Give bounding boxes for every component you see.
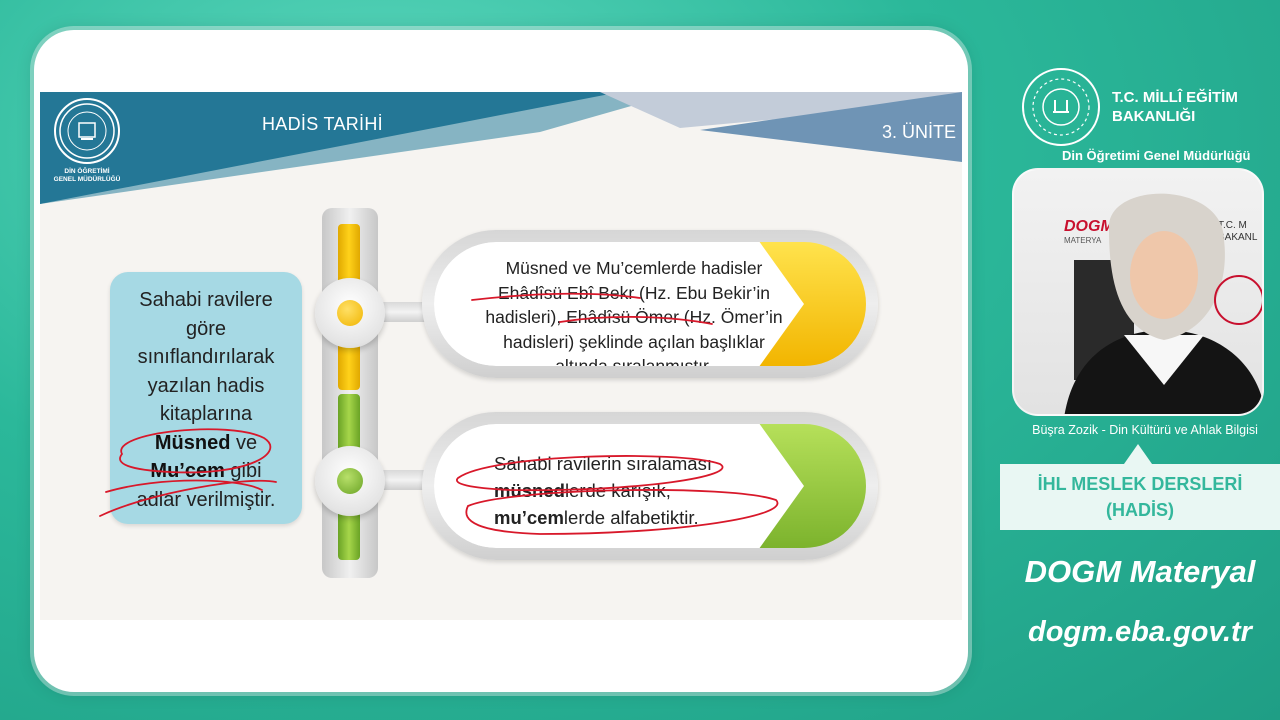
caption-pointer bbox=[1124, 444, 1152, 464]
presenter-caption: Büşra Zozik - Din Kültürü ve Ahlak Bilgi… bbox=[1032, 423, 1258, 437]
text-line: Ehâdîsü Ebî Bekr (Hz. Ebu Bekir’in bbox=[497, 282, 771, 303]
timeline-bar bbox=[322, 208, 378, 578]
ministry-line: BAKANLIĞI bbox=[1112, 108, 1196, 125]
term-musned: Müsned bbox=[154, 431, 231, 454]
term-mucem: Mu’cem bbox=[150, 460, 225, 482]
slide-canvas: DİN ÖĞRETİMİ GENEL MÜDÜRLÜĞÜ HADİS TARİH… bbox=[40, 92, 962, 620]
dogm-logo-icon bbox=[59, 103, 115, 159]
dogm-logo-caption: DİN ÖĞRETİMİ GENEL MÜDÜRLÜĞÜ bbox=[46, 168, 128, 184]
text-line: hadisleri) şeklinde açılan başlıklar bbox=[503, 331, 765, 352]
text-line: müsnedlerde karışık, bbox=[494, 477, 814, 504]
text-line: sınıflandırılarak bbox=[137, 346, 275, 368]
info-pill-1: Müsned ve Mu’cemlerde hadisler Ehâdîsü E… bbox=[422, 230, 878, 378]
text-line: kitaplarına bbox=[159, 403, 253, 425]
text-fragment: lerde karışık, bbox=[564, 480, 671, 501]
slide-banner: DİN ÖĞRETİMİ GENEL MÜDÜRLÜĞÜ HADİS TARİH… bbox=[40, 92, 962, 204]
logo-caption-line: DİN ÖĞRETİMİ bbox=[64, 168, 110, 175]
text-line: adlar verilmiştir. bbox=[136, 488, 276, 511]
presenter-figure bbox=[1064, 193, 1262, 414]
text-line: göre bbox=[185, 317, 227, 340]
term-mucem: mu’cem bbox=[494, 507, 564, 528]
course-band: İHL MESLEK DERSLERİ (HADİS) bbox=[1000, 464, 1280, 530]
slide-title: HADİS TARİHİ bbox=[262, 114, 383, 134]
text-line: hadisleri), Ehâdîsü Ömer (Hz. Ömer’in bbox=[485, 307, 783, 327]
node-dot-yellow bbox=[337, 300, 363, 326]
ministry-name: T.C. MİLLÎ EĞİTİM BAKANLIĞI bbox=[1112, 88, 1238, 126]
logo-caption-line: GENEL MÜDÜRLÜĞÜ bbox=[53, 176, 121, 183]
course-subtitle: (HADİS) bbox=[1106, 500, 1174, 520]
pill-content-area bbox=[434, 242, 804, 366]
text-line: Sahabi ravilerin sıralaması bbox=[494, 453, 712, 474]
text-fragment: ve bbox=[230, 431, 258, 454]
text-line: altında sıralanmıştır. bbox=[555, 356, 713, 366]
video-bg-text: BAKANL bbox=[1218, 232, 1258, 243]
definition-box: Sahabi ravilere göre sınıflandırılarak y… bbox=[110, 272, 302, 524]
unit-label: 3. ÜNİTE bbox=[881, 122, 956, 142]
text-line: Mu’cem gibi bbox=[120, 457, 292, 486]
banner-shapes bbox=[40, 92, 962, 204]
presenter-video: DOGM MATERYA T.C. M BAKANL bbox=[1012, 168, 1264, 416]
text-line: Müsned ve Mu’cemlerde hadisler bbox=[505, 258, 763, 278]
brand-name: DOGM Materyal bbox=[1024, 554, 1256, 589]
text-fragment: lerde alfabetiktir. bbox=[563, 507, 699, 528]
website-url[interactable]: dogm.eba.gov.tr bbox=[1028, 616, 1252, 648]
video-bg-text: MATERYA bbox=[1064, 236, 1102, 245]
info-pill-2: Sahabi ravilerin sıralaması müsnedlerde … bbox=[422, 412, 878, 560]
text-line: Müsned ve bbox=[120, 429, 292, 458]
timeline-node-1 bbox=[315, 278, 385, 348]
text-fragment: gibi bbox=[224, 460, 262, 482]
pill-inner: Müsned ve Mu’cemlerde hadisler Ehâdîsü E… bbox=[434, 242, 866, 366]
video-bg-text: T.C. M bbox=[1218, 220, 1247, 231]
meb-logo-icon bbox=[1022, 68, 1100, 146]
text-line: mu’cemlerde alfabetiktir. bbox=[494, 504, 814, 531]
pill-2-text: Sahabi ravilerin sıralaması müsnedlerde … bbox=[494, 450, 814, 531]
text-line: yazılan hadis bbox=[147, 374, 265, 397]
text-line: Sahabi ravilere bbox=[139, 289, 273, 311]
term-musned: müsned bbox=[494, 480, 565, 501]
dogm-logo bbox=[54, 98, 120, 164]
department-name: Din Öğretimi Genel Müdürlüğü bbox=[1062, 148, 1251, 163]
ministry-line: T.C. MİLLÎ EĞİTİM bbox=[1112, 89, 1238, 106]
timeline-node-2 bbox=[315, 446, 385, 516]
slide-frame: DİN ÖĞRETİMİ GENEL MÜDÜRLÜĞÜ HADİS TARİH… bbox=[34, 30, 968, 692]
node-dot-green bbox=[337, 468, 363, 494]
branding-panel: T.C. MİLLÎ EĞİTİM BAKANLIĞI Din Öğretimi… bbox=[996, 30, 1280, 720]
pill-1-text: Müsned ve Mu’cemlerde hadisler Ehâdîsü E… bbox=[474, 256, 794, 366]
video-bg-brand: DOGM bbox=[1064, 218, 1114, 235]
pill-inner: Sahabi ravilerin sıralaması müsnedlerde … bbox=[434, 424, 866, 548]
course-title: İHL MESLEK DERSLERİ bbox=[1037, 474, 1243, 494]
